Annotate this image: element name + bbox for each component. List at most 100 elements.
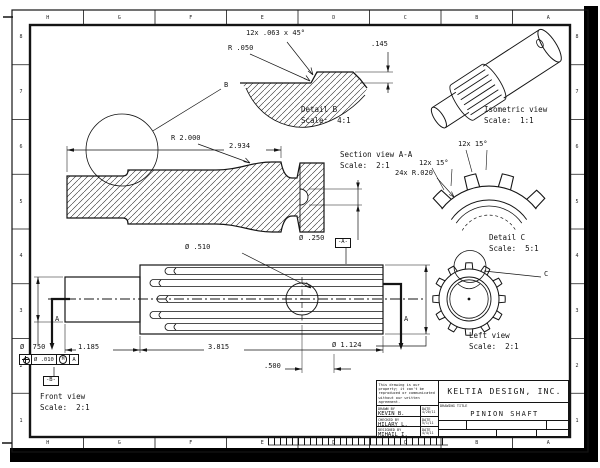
zone-number: 4	[19, 253, 23, 260]
zone-number: 7	[575, 89, 579, 96]
length-dimension-2: 3.815	[207, 343, 231, 351]
scale-cell: SCALE 1:1	[439, 430, 497, 438]
section-aa-geometry	[66, 88, 362, 264]
company-name: KELTIA DESIGN, INC.	[439, 381, 570, 403]
zone-letter: F	[189, 439, 193, 446]
isometric-scale: Scale: 1:1	[484, 116, 534, 125]
drawn-date-cell: DATE 4/20/11	[421, 406, 439, 417]
zone-number: 2	[575, 362, 579, 369]
detail-b-geometry	[240, 41, 393, 128]
spline-angle-callout-1: 12x 15°	[458, 140, 488, 148]
zone-number: 5	[19, 198, 23, 205]
checked-by-label: CHECKED BY	[378, 417, 400, 422]
zone-letter: C	[403, 14, 407, 21]
zone-number: 6	[19, 143, 23, 150]
spline-angle-callout-2: 12x 15°	[419, 159, 449, 167]
height-dimension: .145	[371, 40, 388, 48]
designed-by-label: DESIGNED BY	[378, 427, 402, 432]
front-view-geometry	[34, 252, 430, 377]
drawing-title-cell: DRAWING TITLE PINION SHAFT	[439, 403, 570, 421]
material-condition-icon: M	[58, 355, 68, 364]
front-view-title: Front view	[40, 392, 86, 401]
designed-date-value: 4/4/11	[422, 431, 434, 436]
position-tolerance-icon	[22, 356, 30, 364]
zone-letter: H	[46, 439, 50, 446]
zone-letter: E	[260, 14, 264, 21]
drawn-by-cell: DRAWN BY KEVIN B.	[377, 406, 421, 417]
left-view-geometry	[432, 250, 542, 336]
zone-letter: G	[117, 14, 121, 21]
zone-number: 6	[575, 143, 579, 150]
isometric-geometry	[430, 28, 562, 129]
zone-letter: D	[332, 14, 336, 21]
checked-by-value: HILARY L.	[378, 422, 408, 427]
size-cell: SIZE C	[439, 421, 467, 430]
datum-a-flag: -A-	[335, 238, 351, 248]
date-label: DATE	[422, 427, 431, 432]
detail-b-scale: Scale: 4:1	[301, 116, 351, 125]
spline-fillet-callout: 24x R.020	[395, 169, 433, 177]
zone-letter: E	[260, 439, 264, 446]
weight-cell: WEIGHT(kg) XXX	[497, 430, 537, 438]
zone-letter: D	[332, 439, 336, 446]
gdt-tolerance: Ø .010	[32, 355, 57, 364]
zone-letter: B	[475, 439, 479, 446]
hole-dia-dimension: Ø .250	[299, 234, 325, 242]
front-view-scale: Scale: 2:1	[40, 403, 90, 412]
section-label-left: A	[55, 315, 60, 323]
zone-number: 1	[575, 417, 579, 424]
zone-numbers-left: 8 7 6 5 4 3 2 1	[12, 10, 30, 448]
zone-letters-top: H G F E D C B A	[12, 11, 584, 24]
sheet-cell: SHEET 1/1	[537, 430, 570, 438]
detail-c-leader-label: C	[544, 270, 549, 278]
disclaimer-note: This drawing is our property; it can't b…	[377, 381, 439, 406]
zone-letter: A	[546, 439, 550, 446]
section-label-right: A	[404, 315, 409, 323]
drawn-by-value: KEVIN B.	[378, 411, 405, 417]
fillet-radius-callout: R .050	[228, 44, 254, 52]
spline-dia-dimension: Ø 1.124	[332, 341, 362, 349]
title-block: This drawing is our property; it can't b…	[376, 380, 570, 438]
length-dimension-1: 1.185	[77, 343, 101, 351]
zone-number: 8	[575, 34, 579, 41]
sheet-border	[2, 6, 598, 462]
zone-letter: F	[189, 14, 193, 21]
designed-by-cell: DESIGNED BY MIHAIL I.	[377, 427, 421, 438]
zone-letters-bottom: H G F E D C B A	[12, 437, 584, 448]
zone-numbers-right: 8 7 6 5 4 3 2 1	[570, 10, 584, 448]
rev-cell: REV -	[547, 421, 570, 430]
zone-letter: A	[546, 14, 550, 21]
drawn-date-value: 4/20/11	[422, 410, 436, 415]
zone-number: 5	[575, 198, 579, 205]
radius-dimension: R 2.000	[171, 134, 201, 142]
checked-date-value: 5/1/11	[422, 421, 434, 426]
section-aa-title: Section view A-A	[340, 150, 413, 159]
zone-letter: G	[117, 439, 121, 446]
zone-number: 8	[19, 34, 23, 41]
chamfer-callout: 12x .063 x 45°	[246, 29, 306, 37]
left-view-title: Left view	[469, 331, 510, 340]
designed-by-value: MIHAIL I.	[378, 432, 408, 438]
isometric-title: Isometric view	[484, 105, 548, 114]
section-aa-scale: Scale: 2:1	[340, 161, 390, 170]
zone-letter: C	[403, 439, 407, 446]
datum-b-flag: -B-	[43, 376, 59, 386]
detail-c-title: Detail C	[489, 233, 526, 242]
date-label: DATE	[422, 417, 431, 422]
drawing-title-label: DRAWING TITLE	[440, 403, 468, 408]
zone-number: 3	[575, 308, 579, 315]
date-label: DATE	[422, 406, 431, 411]
length-dimension: 2.934	[228, 142, 252, 150]
checked-date-cell: DATE 5/1/11	[421, 417, 439, 427]
designed-date-cell: DATE 4/4/11	[421, 427, 439, 438]
gdt-feature-control-frame: Ø .010 M A	[19, 354, 79, 365]
detail-c-scale: Scale: 5:1	[489, 244, 539, 253]
zone-letter: B	[475, 14, 479, 21]
hole-offset-dimension: .500	[264, 362, 281, 370]
detail-c-geometry	[431, 149, 546, 231]
zone-number: 2	[19, 362, 23, 369]
shaft-dia-dimension: Ø .750	[20, 343, 46, 351]
drawing-number-cell: DRAWING NUMBER 2468-1	[467, 421, 547, 430]
